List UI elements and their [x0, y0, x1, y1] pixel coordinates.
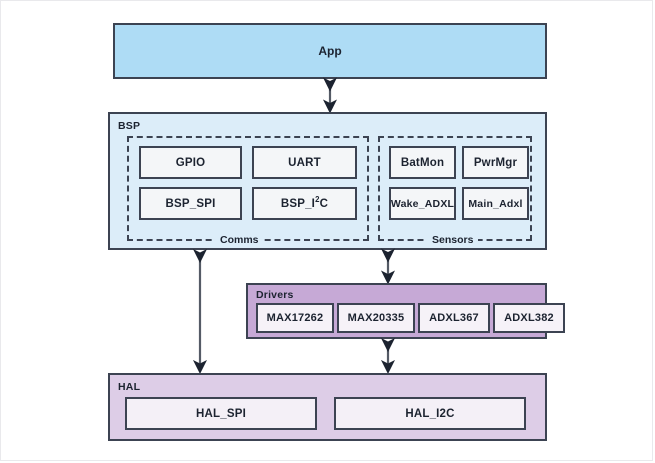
hal-module-spi-label: HAL_SPI: [196, 407, 246, 420]
module-bsp-spi[interactable]: BSP_SPI: [139, 187, 242, 220]
hal-module-i2c[interactable]: HAL_I2C: [334, 397, 526, 430]
module-gpio-label: GPIO: [175, 156, 206, 169]
sensors-group-caption: Sensors: [427, 235, 479, 246]
module-bsp-i2c[interactable]: BSP_I2C: [252, 187, 357, 220]
module-main-adxl-label: Main_Adxl: [468, 197, 523, 210]
module-batmon-label: BatMon: [400, 156, 445, 169]
module-bsp-i2c-label: BSP_I2C: [280, 194, 329, 210]
bsp-layer-block: BSP Comms GPIO UART BSP_SPI BSP_I2C Sens…: [108, 112, 547, 250]
module-main-adxl[interactable]: Main_Adxl: [462, 187, 529, 220]
driver-max20335-label: MAX20335: [347, 312, 405, 324]
module-bsp-spi-label: BSP_SPI: [165, 197, 216, 210]
driver-max17262[interactable]: MAX17262: [256, 303, 334, 333]
connector-bsp-hal: [192, 248, 208, 375]
module-pwrmgr-label: PwrMgr: [473, 156, 518, 169]
app-layer-block: App: [113, 23, 547, 79]
module-wake-adxl-label: Wake_ADXL: [390, 197, 455, 210]
hal-layer-block: HAL HAL_SPI HAL_I2C: [108, 373, 547, 441]
driver-adxl382-label: ADXL382: [504, 312, 554, 324]
hal-layer-label: HAL: [118, 381, 141, 393]
driver-max20335[interactable]: MAX20335: [337, 303, 415, 333]
app-layer-label: App: [318, 44, 342, 58]
driver-adxl367-label: ADXL367: [429, 312, 479, 324]
driver-adxl367[interactable]: ADXL367: [418, 303, 490, 333]
connector-app-bsp: [322, 77, 338, 114]
module-wake-adxl[interactable]: Wake_ADXL: [389, 187, 456, 220]
connector-drivers-hal: [380, 337, 396, 375]
module-uart[interactable]: UART: [252, 146, 357, 179]
drivers-layer-block: Drivers MAX17262 MAX20335 ADXL367 ADXL38…: [246, 283, 565, 339]
comms-group-caption: Comms: [215, 235, 264, 246]
connector-bsp-drivers: [380, 248, 396, 285]
driver-max17262-label: MAX17262: [266, 312, 324, 324]
driver-adxl382[interactable]: ADXL382: [493, 303, 565, 333]
module-gpio[interactable]: GPIO: [139, 146, 242, 179]
module-batmon[interactable]: BatMon: [389, 146, 456, 179]
module-pwrmgr[interactable]: PwrMgr: [462, 146, 529, 179]
drivers-layer-label: Drivers: [256, 289, 294, 301]
bsp-layer-label: BSP: [118, 120, 141, 132]
hal-module-spi[interactable]: HAL_SPI: [125, 397, 317, 430]
module-uart-label: UART: [288, 156, 321, 169]
hal-module-i2c-label: HAL_I2C: [405, 407, 455, 420]
